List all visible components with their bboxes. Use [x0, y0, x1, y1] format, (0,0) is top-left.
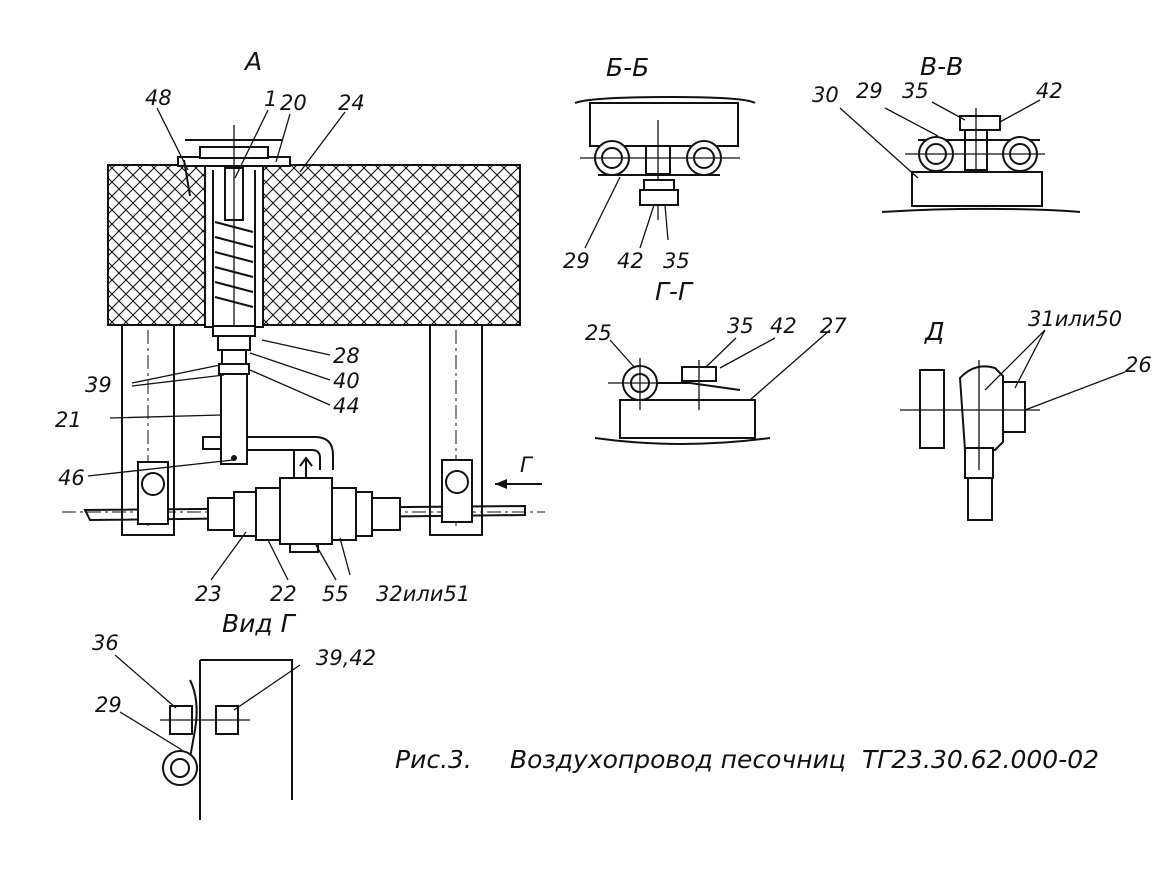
view-g-arrow-label: Г — [520, 453, 534, 477]
label-44: 44 — [333, 394, 360, 418]
view-vid-g-title: Вид Г — [222, 609, 297, 638]
label-26: 26 — [1125, 353, 1152, 377]
caption-title: Воздухопровод песочниц — [510, 745, 846, 774]
label-25: 25 — [585, 321, 612, 345]
label-46: 46 — [58, 466, 85, 490]
caption-fig-number: Рис.3. — [395, 745, 472, 774]
label-35-vv: 35 — [902, 79, 929, 103]
view-bb-title: Б-Б — [606, 53, 649, 82]
view-bb: Б-Б 29 42 35 — [563, 53, 756, 273]
label-23: 23 — [195, 582, 222, 606]
label-20: 20 — [280, 91, 307, 115]
label-40: 40 — [333, 369, 360, 393]
view-d-title: Д — [924, 317, 945, 346]
label-36: 36 — [92, 631, 119, 655]
label-27: 27 — [820, 314, 847, 338]
label-22: 22 — [270, 582, 297, 606]
label-42: 42 — [617, 249, 644, 273]
label-42-gg: 42 — [770, 314, 797, 338]
view-vv-title: В-В — [920, 52, 963, 81]
view-d: Д 31или50 26 — [900, 307, 1152, 521]
view-a-title: А — [243, 47, 262, 76]
label-39: 39 — [85, 373, 112, 397]
label-29: 29 — [563, 249, 590, 273]
label-28: 28 — [333, 344, 360, 368]
view-gg-title: Г-Г — [655, 277, 694, 306]
caption-code: ТГ23.30.62.000-02 — [862, 745, 1099, 774]
label-35-gg: 35 — [727, 314, 754, 338]
label-31-or-50: 31или50 — [1028, 307, 1122, 331]
label-55: 55 — [322, 582, 349, 606]
view-vid-g: Вид Г 36 39,42 29 — [92, 609, 376, 820]
label-32-or-51: 32или51 — [376, 582, 470, 606]
label-48: 48 — [145, 86, 172, 110]
figure-caption: Рис.3. Воздухопровод песочниц ТГ23.30.62… — [395, 745, 1099, 774]
label-42-vv: 42 — [1036, 79, 1063, 103]
label-21: 21 — [55, 408, 82, 432]
label-30: 30 — [812, 83, 839, 107]
label-24: 24 — [338, 91, 365, 115]
label-39-42: 39,42 — [316, 646, 376, 670]
view-a: А — [55, 47, 545, 606]
label-35: 35 — [663, 249, 690, 273]
label-29-vid-g: 29 — [95, 693, 122, 717]
view-gg: Г-Г 25 35 42 27 — [585, 277, 847, 445]
insulation-block — [107, 164, 521, 326]
view-vv: В-В 30 29 35 42 — [812, 52, 1081, 213]
label-1: 1 — [264, 87, 277, 111]
label-29-vv: 29 — [856, 79, 883, 103]
